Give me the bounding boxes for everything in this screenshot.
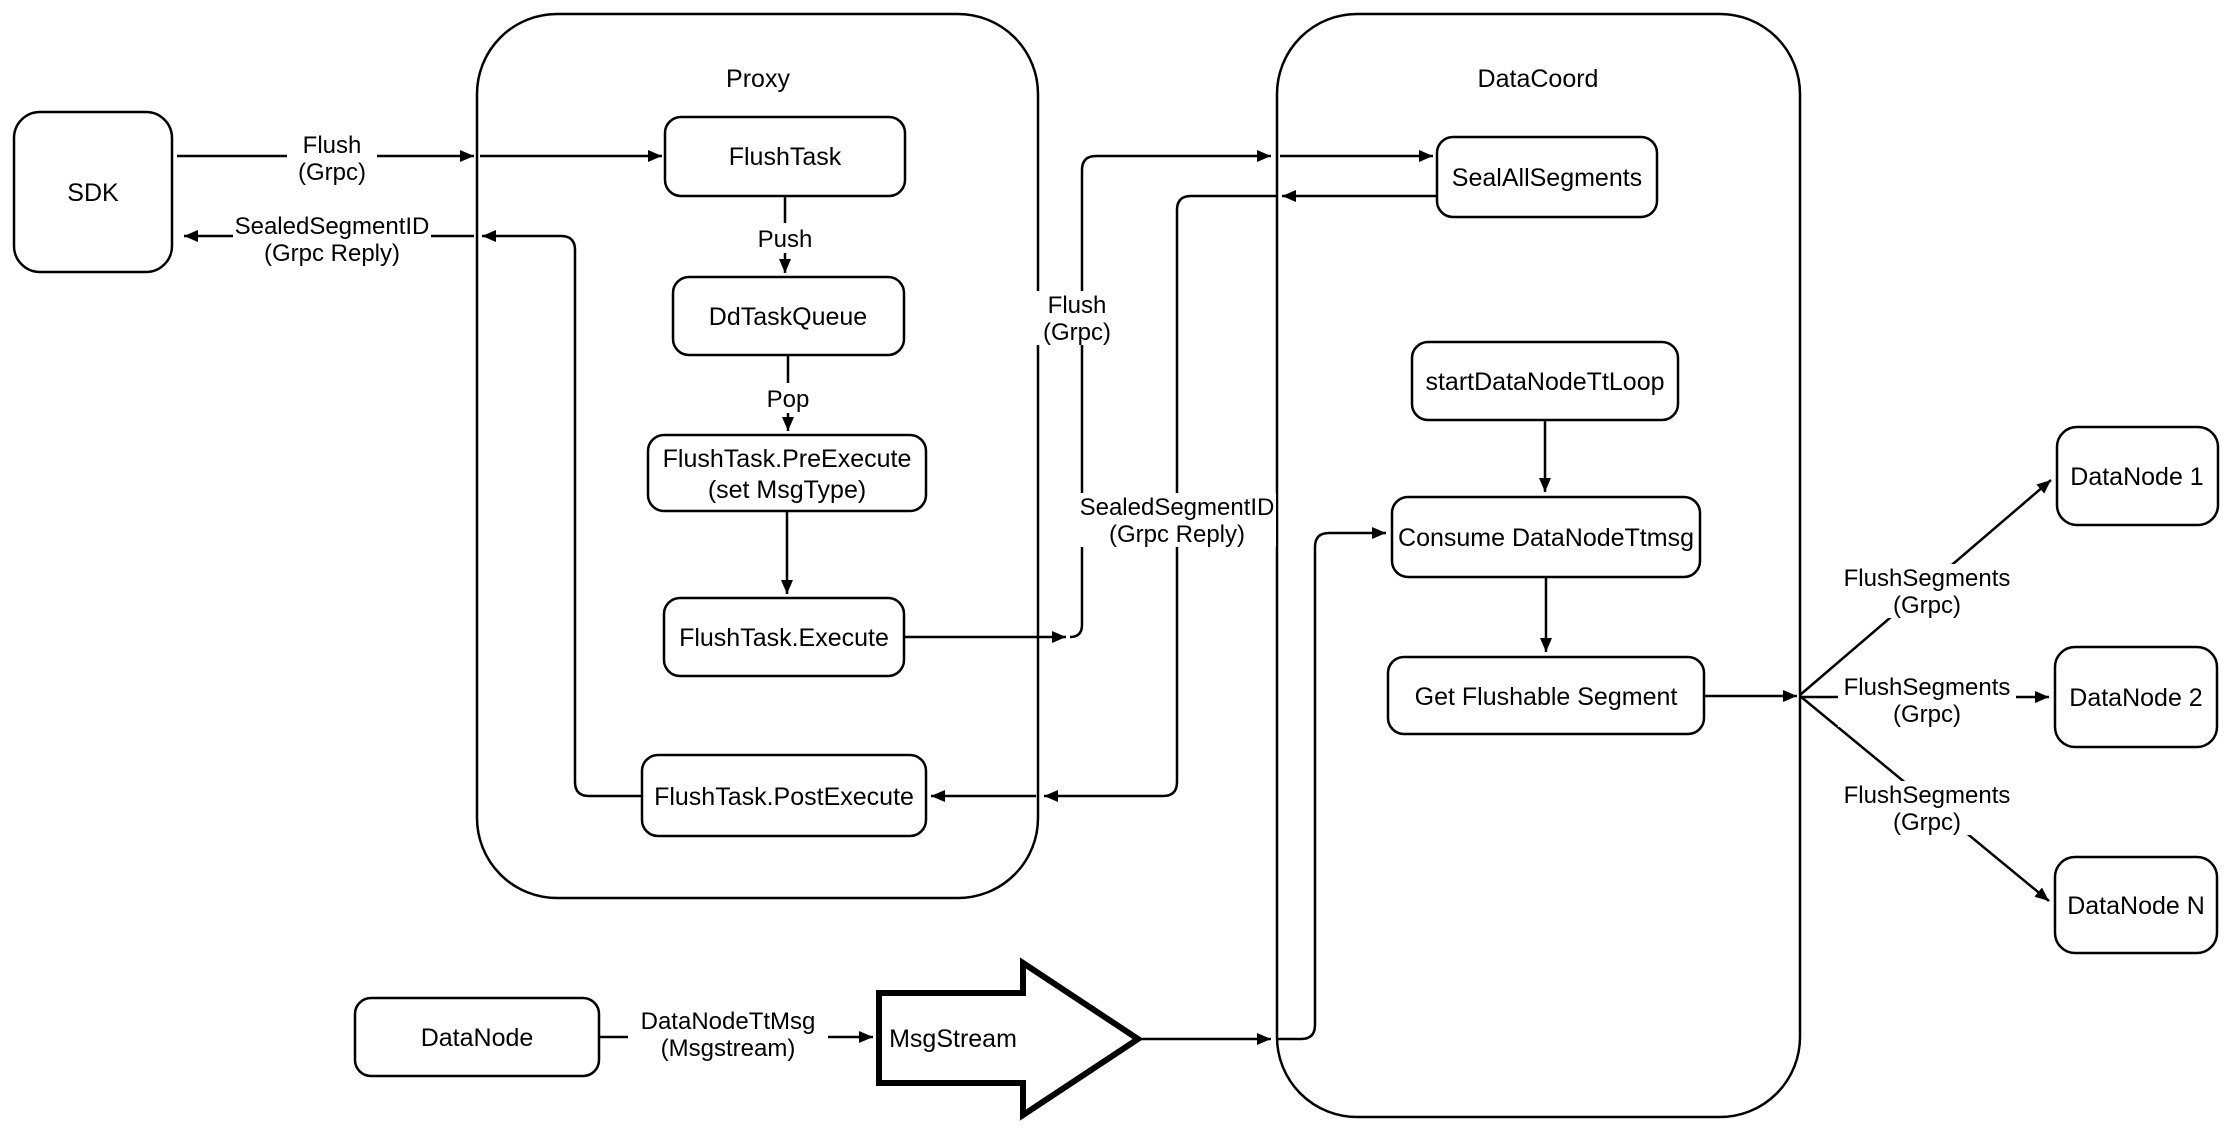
node-postexecute-label: FlushTask.PostExecute (654, 783, 914, 811)
node-ddtaskqueue-label: DdTaskQueue (709, 303, 867, 331)
node-sdk-label: SDK (67, 179, 119, 207)
datacoord-container-title: DataCoord (1478, 65, 1599, 93)
edge-label-flush-sdk-line2: (Grpc) (298, 159, 366, 186)
edge-label-sealed-mid: SealedSegmentID (Grpc Reply) (1078, 493, 1276, 548)
edge-label-flush-sdk-line1: Flush (303, 132, 362, 159)
node-consumedatanodettmsg: Consume DataNodeTtmsg (1390, 495, 1702, 579)
datacoord-container: DataCoord (1275, 12, 1802, 1119)
edge-label-flush-mid-line1: Flush (1048, 292, 1107, 319)
edge-label-flush-mid: Flush (Grpc) (1032, 291, 1122, 346)
node-datanode1-label: DataNode 1 (2070, 463, 2203, 491)
node-sealallsegments: SealAllSegments (1435, 135, 1659, 219)
edge-label-sealed-sdk-line1: SealedSegmentID (235, 213, 430, 240)
node-postexecute: FlushTask.PostExecute (640, 753, 928, 838)
edge-label-flush-sdk: Flush (Grpc) (287, 131, 377, 186)
edge-label-datanodettmsg-line2: (Msgstream) (661, 1035, 796, 1062)
node-consumedatanodettmsg-label: Consume DataNodeTtmsg (1398, 524, 1694, 552)
edges (177, 150, 2052, 1045)
node-getflushablesegment: Get Flushable Segment (1386, 655, 1706, 736)
edge-label-flushsegments-n-line2: (Grpc) (1893, 809, 1961, 836)
edge-msgstream-to-consume (1277, 527, 1386, 1041)
node-sealallsegments-label: SealAllSegments (1452, 164, 1642, 192)
node-flushtask-label: FlushTask (729, 143, 842, 171)
edge-label-sealed-mid-line2: (Grpc Reply) (1109, 521, 1245, 548)
edge-label-sealed-sdk: SealedSegmentID (Grpc Reply) (233, 212, 431, 267)
edge-label-flushsegments-2-line1: FlushSegments (1844, 674, 2011, 701)
proxy-container: Proxy (475, 12, 1040, 900)
edge-label-push: Push (751, 223, 819, 253)
node-preexecute-label-line1: FlushTask.PreExecute (663, 445, 912, 473)
node-msgstream: MsgStream (876, 957, 1144, 1121)
node-getflushablesegment-label: Get Flushable Segment (1415, 683, 1678, 711)
proxy-container-title: Proxy (726, 65, 790, 93)
node-execute-label: FlushTask.Execute (679, 624, 889, 652)
edge-label-flushsegments-2-line2: (Grpc) (1893, 701, 1961, 728)
node-startdatanodettloop-label: startDataNodeTtLoop (1425, 368, 1664, 396)
edge-label-flushsegments-n: FlushSegments (Grpc) (1838, 781, 2016, 836)
node-datanoden-label: DataNode N (2067, 892, 2205, 920)
msgstream-block-arrow-shape (876, 957, 1144, 1121)
edge-flush-grpc-to-datacoord (1069, 150, 1271, 639)
edge-label-push-text: Push (758, 226, 813, 253)
edge-label-sealed-sdk-line2: (Grpc Reply) (264, 240, 400, 267)
edge-label-flushsegments-1-line1: FlushSegments (1844, 565, 2011, 592)
edge-label-flushsegments-1-line2: (Grpc) (1893, 592, 1961, 619)
edge-postexecute-to-proxy-edge (482, 230, 642, 798)
node-datanode2: DataNode 2 (2053, 645, 2219, 749)
node-execute: FlushTask.Execute (662, 596, 906, 678)
edge-label-flushsegments-1: FlushSegments (Grpc) (1838, 564, 2016, 619)
edge-label-pop-text: Pop (767, 386, 810, 413)
node-ddtaskqueue: DdTaskQueue (671, 275, 906, 357)
node-datanode1: DataNode 1 (2055, 425, 2220, 527)
node-sdk: SDK (12, 110, 174, 274)
edge-label-flushsegments-2: FlushSegments (Grpc) (1838, 673, 2016, 728)
edge-label-datanodettmsg-line1: DataNodeTtMsg (641, 1008, 816, 1035)
node-datanode-bottom-label: DataNode (421, 1024, 534, 1052)
edge-label-datanodettmsg: DataNodeTtMsg (Msgstream) (628, 1007, 828, 1062)
node-datanode-bottom: DataNode (353, 996, 601, 1078)
node-preexecute: FlushTask.PreExecute (set MsgType) (646, 433, 928, 513)
edge-label-sealed-mid-line1: SealedSegmentID (1080, 494, 1275, 521)
node-startdatanodettloop: startDataNodeTtLoop (1410, 340, 1680, 422)
node-flushtask: FlushTask (663, 115, 907, 198)
node-datanode2-label: DataNode 2 (2069, 684, 2202, 712)
node-preexecute-label-line2: (set MsgType) (708, 476, 866, 504)
edge-label-flushsegments-n-line1: FlushSegments (1844, 782, 2011, 809)
edge-label-pop: Pop (759, 383, 817, 413)
edge-label-flush-mid-line2: (Grpc) (1043, 319, 1111, 346)
node-msgstream-label: MsgStream (889, 1025, 1017, 1053)
node-datanoden: DataNode N (2053, 855, 2219, 955)
